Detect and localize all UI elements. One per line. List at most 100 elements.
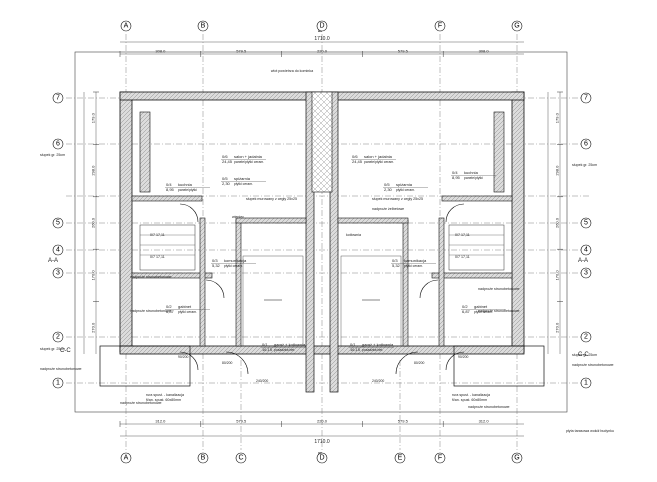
grid-bubble-bottom-B: B — [197, 452, 209, 464]
dim-bottom-1: 579.5 — [236, 419, 247, 424]
room-name: spiżarnia — [234, 176, 251, 181]
grid-bubble-left-5: 5 — [52, 217, 64, 229]
dim-top-1: 579.5 — [236, 49, 247, 54]
lintel-label-left-1: nadproże strunobetonowe — [130, 275, 172, 279]
room-finish: płytki ceram. — [234, 182, 253, 186]
svg-text:C: C — [238, 455, 243, 462]
party-wall — [305, 91, 339, 393]
opening-label-4: 240/200 — [256, 379, 268, 383]
grid-bubble-left-6: 6 — [52, 138, 64, 150]
grid-bubble-bottom-A: A — [120, 452, 132, 464]
room-id: 0/1 — [350, 342, 356, 347]
room-name: salon + jadalnia — [234, 154, 263, 159]
opening-label-5: 240/200 — [372, 379, 384, 383]
svg-text:4: 4 — [584, 247, 588, 254]
svg-text:1: 1 — [584, 380, 588, 387]
room-id: 0/6 — [222, 154, 228, 159]
grid-bubble-right-3: 3 — [580, 267, 592, 279]
grid-bubble-right-1: 1 — [580, 377, 592, 389]
dim-bottom-2: 220.0 — [317, 419, 328, 424]
door-swings — [179, 203, 465, 375]
svg-text:F: F — [438, 23, 442, 30]
grid-bubble-right-7: 7 — [580, 92, 592, 104]
room-name: garaż + kotłownia — [274, 342, 306, 347]
opening-label-3: 80/200 — [414, 361, 424, 365]
room-finish: płytki ceram. — [178, 310, 197, 314]
dim-left-2: 260.0 — [91, 217, 96, 228]
svg-text:4: 4 — [56, 247, 60, 254]
room-name: spiżarnia — [396, 182, 413, 187]
room-name: kuchnia — [178, 182, 193, 187]
stairs-left — [139, 224, 196, 271]
grid-bubble-left-2: 2 — [52, 331, 64, 343]
room-area: 8,95 — [166, 187, 175, 192]
room-finish: panele/płytki ceram. — [234, 160, 264, 164]
dim-bottom-4: 312.0 — [479, 419, 490, 424]
wall-label-right: słupek murowany z cegły 25x25 — [372, 197, 423, 201]
room-name: gabinet — [178, 304, 192, 309]
room-area: 2,30 — [222, 181, 231, 186]
boiler-label: kotłownia — [346, 233, 361, 237]
grid-bubble-left-4: 4 — [52, 244, 64, 256]
dimension-chains-side — [83, 92, 561, 354]
grid-bubble-top-D: D — [316, 20, 328, 32]
dim-left-4: 270.0 — [91, 322, 96, 333]
room-finish: panele/płytki ceram. — [364, 160, 394, 164]
grid-bubble-top-B: B — [197, 20, 209, 32]
room-area: 6,87 — [166, 309, 175, 314]
section-a-label-right: A-A — [578, 258, 588, 264]
lintel-label-right-2: nadproże strunobetonowe — [478, 309, 520, 313]
svg-text:A: A — [124, 455, 129, 462]
section-a-label-left: A-A — [48, 258, 58, 264]
note-left-2: fi/an. spust. 60x80mm — [146, 398, 181, 402]
svg-text:3: 3 — [56, 270, 60, 277]
room-id: 0/2 — [166, 304, 172, 309]
opening-label-2: 90/200 — [458, 355, 468, 359]
grid-bubble-right-4: 4 — [580, 244, 592, 256]
room-finish: płytki ceram. — [396, 188, 415, 192]
chimney-label: wlot powietrza do kominka — [271, 69, 313, 73]
grid-bubble-right-5: 5 — [580, 217, 592, 229]
terrace-label: płyta tarasowa wokół budynku — [566, 429, 614, 433]
grid-bubble-right-6: 6 — [580, 138, 592, 150]
room-id: 0/5 — [222, 176, 228, 181]
svg-text:D: D — [319, 23, 324, 30]
opening-label-1: 80/200 — [222, 361, 232, 365]
grid-bubble-left-1: 1 — [52, 377, 64, 389]
dim-right-1: 298.0 — [555, 165, 560, 176]
grid-bubble-left-7: 7 — [52, 92, 64, 104]
room-area: 5,32 — [392, 263, 401, 268]
dim-right-2: 260.0 — [555, 217, 560, 228]
pier-label-right-bottom: słupek gr. 25cm — [572, 353, 597, 357]
svg-text:6: 6 — [56, 141, 60, 148]
dim-right-3: 170.0 — [555, 270, 560, 281]
svg-text:6: 6 — [584, 141, 588, 148]
garage-right — [340, 255, 402, 347]
dim-top-4: 308.0 — [479, 49, 490, 54]
dim-right-0: 179.0 — [555, 112, 560, 123]
svg-text:D: D — [319, 455, 324, 462]
grid-bubble-top-G: G — [511, 20, 523, 32]
room-id: 0/3 — [212, 258, 218, 263]
pier-label-left-top: słupek gr. 25cm — [40, 153, 65, 157]
room-finish: posadzka bet. — [362, 348, 383, 352]
section-c-label-left: C-C — [60, 348, 71, 354]
svg-text:7: 7 — [56, 95, 60, 102]
dim-left-1: 298.0 — [91, 165, 96, 176]
stair-label-left-lower: 0/7 17,11 — [150, 255, 165, 259]
annotations: wlot powietrza do kominka słupek murowan… — [40, 69, 614, 433]
svg-text:F: F — [438, 455, 442, 462]
room-name: garaż + kotłownia — [362, 342, 394, 347]
dim-top-3: 579.5 — [398, 49, 409, 54]
